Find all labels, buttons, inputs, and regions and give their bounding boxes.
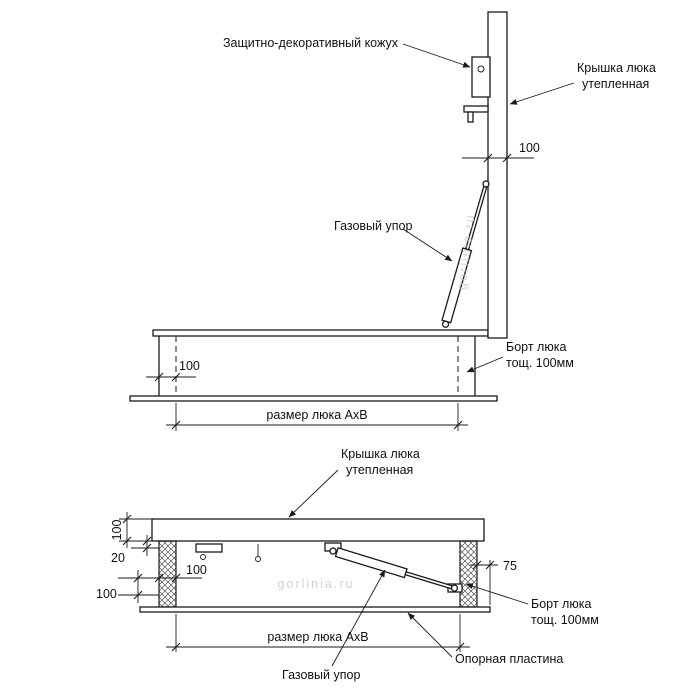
- dim-board-thickness-bottom: 100: [118, 563, 207, 583]
- label-hatch-board-top: Борт люка тощ. 100мм: [466, 340, 574, 373]
- label-support-plate: Опорная пластина: [407, 612, 563, 666]
- label-gas-strut-bottom: Газовый упор: [282, 569, 386, 682]
- dim-cover-thickness-top: 100: [462, 141, 540, 163]
- dim-hatch-size-label: размер люка АхВ: [266, 408, 367, 422]
- label-text-line2: тощ. 100мм: [506, 356, 574, 370]
- watermark-horizontal: gorlinia.ru: [278, 577, 355, 591]
- dim-hatch-size-bottom: размер люка АхВ: [166, 614, 470, 652]
- ground-plate-top-view: [129, 395, 498, 402]
- watermark-vertical: gorlinia.ru: [454, 213, 477, 291]
- dim-hatch-size-label: размер люка АхВ: [267, 630, 368, 644]
- label-insulated-cover-bottom: Крышка люка утепленная: [288, 447, 420, 518]
- bottom-view: 100 20 100 100 75: [96, 447, 599, 682]
- dim-hatch-size-top: размер люка АхВ: [166, 403, 468, 431]
- dim-value: 20: [111, 551, 125, 565]
- dim-value: 100: [179, 359, 200, 373]
- hatch-cover-open: [487, 11, 508, 339]
- label-text: Защитно-декоративный кожух: [223, 36, 399, 50]
- top-view: 100 100 размер люка АхВ Защитно-декорати…: [129, 11, 656, 431]
- label-protective-casing: Защитно-декоративный кожух: [223, 36, 471, 68]
- dim-board-thickness-top: 100: [146, 359, 200, 382]
- label-text-line1: Борт люка: [506, 340, 566, 354]
- hatch-cover-closed: [151, 518, 485, 542]
- label-hatch-board-bottom: Борт люка тощ. 100мм: [465, 583, 599, 627]
- protective-casing: [471, 56, 491, 98]
- gas-strut-bottom-view: [329, 547, 459, 592]
- label-gas-strut-top: Газовый упор: [334, 219, 453, 262]
- label-insulated-cover-top: Крышка люка утепленная: [509, 61, 656, 105]
- label-text-line1: Борт люка: [531, 597, 591, 611]
- dim-value: 100: [186, 563, 207, 577]
- dim-value: 100: [519, 141, 540, 155]
- dim-value: 75: [503, 559, 517, 573]
- label-text-line1: Крышка люка: [341, 447, 420, 461]
- label-text-line2: утепленная: [346, 463, 413, 477]
- dim-cover-thickness-bottom: 100: [110, 512, 152, 548]
- label-text: Газовый упор: [334, 219, 412, 233]
- dim-value: 100: [96, 587, 117, 601]
- label-text-line2: тощ. 100мм: [531, 613, 599, 627]
- dim-depth-100: 100: [96, 570, 159, 603]
- dim-overhang-75: 75: [470, 559, 517, 605]
- gas-strut-top-view: [441, 180, 490, 328]
- dim-gap-20: 20: [111, 535, 159, 565]
- label-text-line2: утепленная: [582, 77, 649, 91]
- cover-handle: [463, 105, 489, 123]
- label-text-line1: Крышка люка: [577, 61, 656, 75]
- dim-value: 100: [110, 520, 124, 541]
- label-text: Газовый упор: [282, 668, 360, 682]
- support-plate: [139, 606, 491, 613]
- label-text: Опорная пластина: [455, 652, 563, 666]
